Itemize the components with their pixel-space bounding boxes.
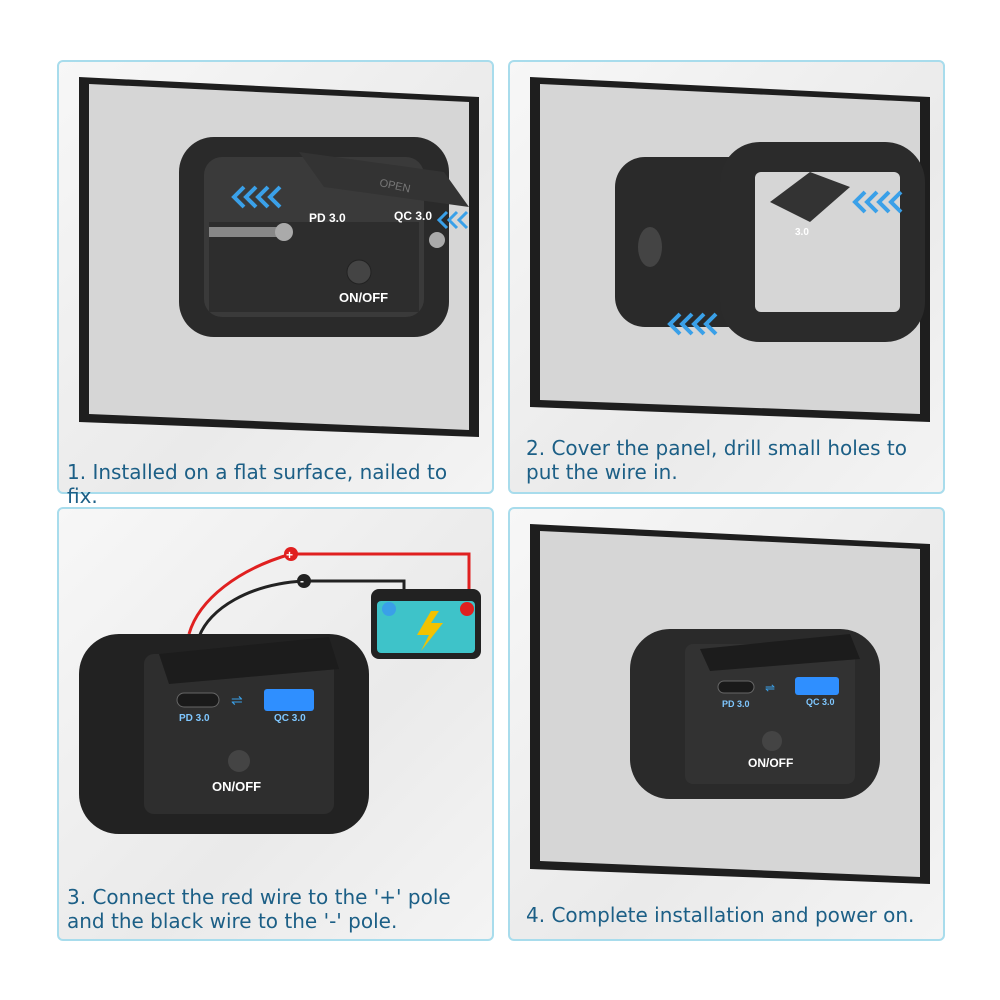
usb-symbol-icon: ⇌ [231,692,243,708]
step-4-caption: 4. Complete installation and power on. [526,903,915,927]
pd-label: PD 3.0 [722,699,750,709]
pd-label: 3.0 [795,227,809,238]
minus-pole-marker [297,574,311,588]
battery-positive-terminal [460,602,474,616]
usb-symbol-icon: ⇌ [765,681,775,695]
qc-label: QC 3.0 [806,697,835,707]
svg-text:-: - [300,574,304,588]
side-screw [638,227,662,267]
power-switch-button [346,259,372,285]
power-switch-button [762,731,782,751]
usb-c-port [717,680,755,694]
usb-a-port [264,689,314,711]
right-arrows-icon [852,190,903,214]
step-2-card: 3.0 2. Cover the panel, drill small hole… [508,60,945,494]
lid [159,637,339,684]
qc-label: QC 3.0 [394,209,432,223]
step-3-card: + - PD 3.0 ⇌ QC 3.0 ON/OFF 3. Connect th… [57,507,494,941]
step-2-illustration: 3.0 [530,77,930,422]
step-3-caption: 3. Connect the red wire to the '+' pole … [67,885,451,933]
step-4-illustration: PD 3.0 ⇌ QC 3.0 ON/OFF [530,524,930,884]
lid [700,634,860,671]
power-switch-button [228,750,250,772]
screw-left [209,223,293,241]
qc-label: QC 3.0 [274,713,306,724]
open-lid [299,152,469,207]
lightning-bolt-icon [417,611,443,651]
step-1-illustration: OPEN PD 3.0 QC 3.0 ON/OFF [79,77,479,437]
bottom-arrows-icon [667,312,718,336]
svg-text:+: + [286,548,293,562]
step-3-illustration: + - PD 3.0 ⇌ QC 3.0 ON/OFF [79,547,481,834]
usb-a-port [795,677,839,695]
switch-label: ON/OFF [339,290,388,305]
right-arrows-icon [436,210,469,230]
plus-pole-marker [284,547,298,561]
step-1-card: OPEN PD 3.0 QC 3.0 ON/OFF 1. Installed o… [57,60,494,508]
switch-label: ON/OFF [748,756,793,770]
pd-label: PD 3.0 [309,211,346,225]
switch-label: ON/OFF [212,779,261,794]
left-arrows-icon [231,185,282,209]
screw-right [429,232,445,248]
step-2-caption: 2. Cover the panel, drill small holes to… [526,436,907,484]
step-1-caption: 1. Installed on a flat surface, nailed t… [67,460,448,508]
usb-c-port [176,692,220,708]
battery-negative-terminal [382,602,396,616]
step-4-card: PD 3.0 ⇌ QC 3.0 ON/OFF 4. Complete insta… [508,507,945,941]
pd-label: PD 3.0 [179,713,210,724]
